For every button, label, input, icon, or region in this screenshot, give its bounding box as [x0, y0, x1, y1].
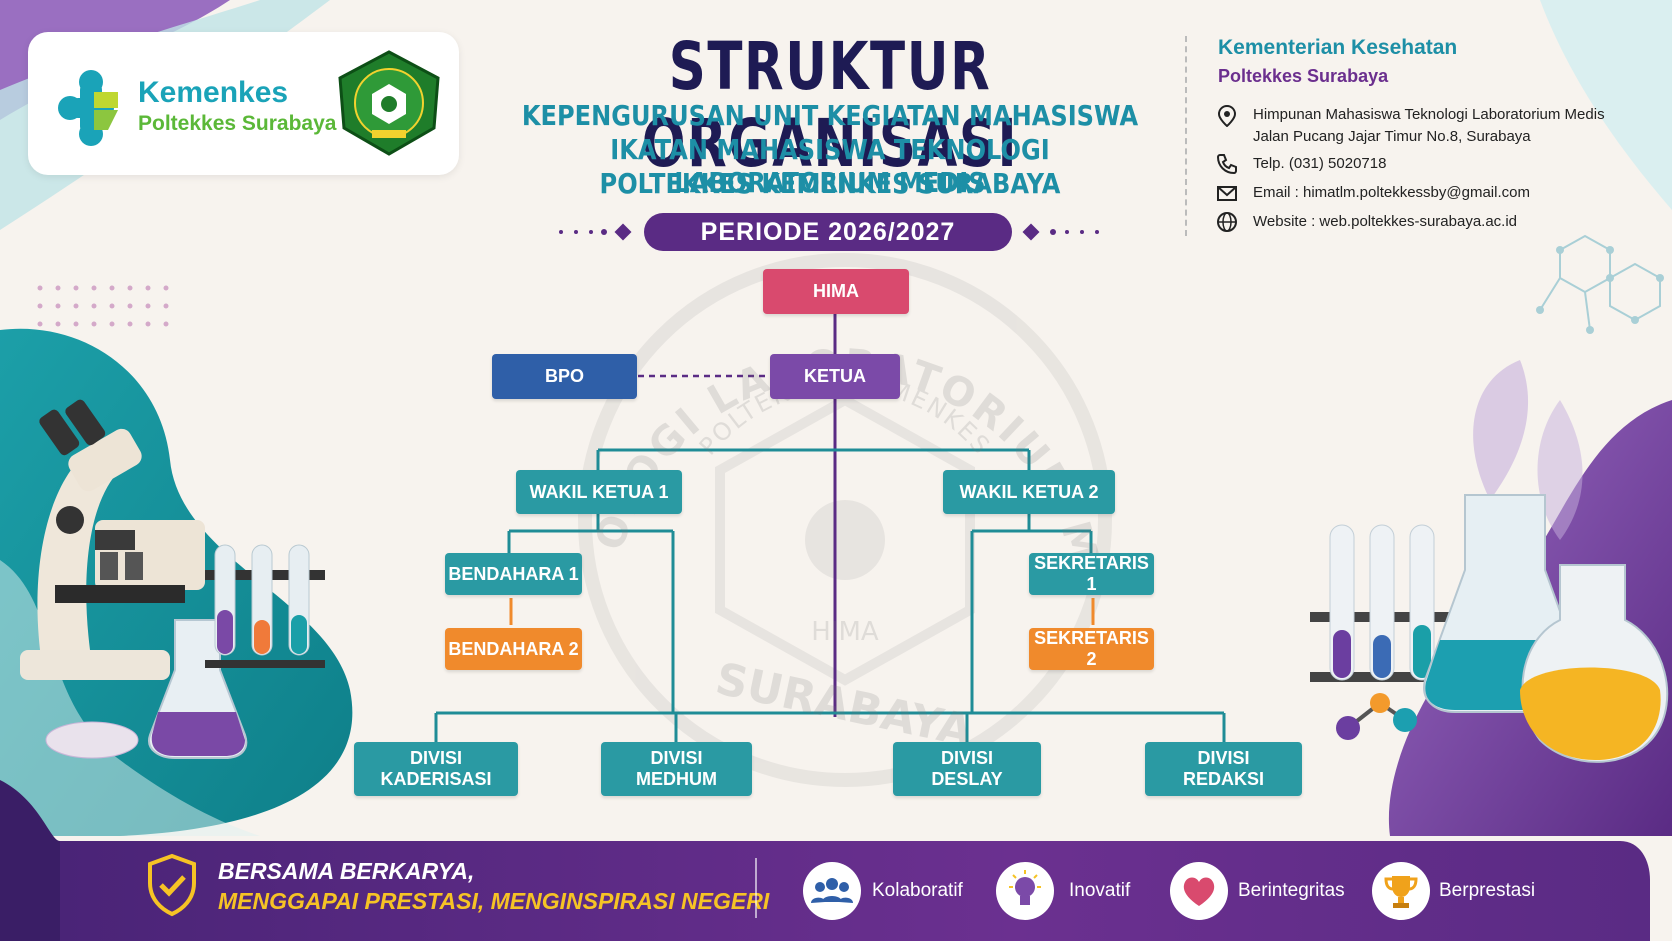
watermark-emblem	[578, 253, 1112, 787]
divisi-name: MEDHUM	[636, 769, 717, 789]
contact-divider	[1185, 36, 1187, 236]
value-berprestasi-badge	[1372, 862, 1430, 920]
watermark-small: HIMA	[811, 617, 879, 647]
node-bpo: BPO	[492, 354, 637, 399]
node-wakil-ketua-1: WAKIL KETUA 1	[516, 470, 682, 514]
motto-line-1: BERSAMA BERKARYA,	[218, 858, 475, 884]
globe-icon	[1217, 212, 1237, 232]
periode-badge: PERIODE 2026/2027	[644, 213, 1012, 251]
divisi-label: DIVISI	[409, 748, 462, 768]
lab-illustration-right	[1310, 494, 1669, 763]
subtitle-line-2: IKATAN MAHASISWA TEKNOLOGI LABORATORIUM …	[610, 133, 1050, 199]
divisi-label: DIVISI	[650, 748, 703, 768]
node-divisi-kaderisasi: DIVISI KADERISASI	[354, 742, 518, 796]
org-chart-connectors	[434, 314, 1226, 742]
hima-seal-icon	[338, 50, 440, 156]
node-hima: HIMA	[763, 269, 909, 314]
divisi-label: DIVISI	[1197, 748, 1250, 768]
subtitle-line-3: POLTEKKES KEMENKES SURABAYA	[599, 167, 1061, 200]
value-inovatif: Inovatif	[1069, 880, 1131, 901]
node-bendahara-1: BENDAHARA 1	[445, 553, 582, 595]
email-icon	[1217, 186, 1237, 201]
flask-illustration-left	[148, 619, 248, 759]
contact-email: Email : himatlm.poltekkessby@gmail.com	[1253, 184, 1530, 201]
location-icon	[1217, 105, 1237, 127]
divisi-name: DESLAY	[931, 769, 1003, 789]
contact-address-2: Jalan Pucang Jajar Timur No.8, Surabaya	[1253, 128, 1531, 145]
node-divisi-medhum: DIVISI MEDHUM	[601, 742, 752, 796]
page-title: STRUKTUR ORGANISASI	[641, 28, 1019, 182]
divisi-name: KADERISASI	[380, 769, 492, 789]
divisi-label: DIVISI	[940, 748, 993, 768]
value-berprestasi: Berprestasi	[1439, 880, 1536, 901]
heart-icon	[1183, 877, 1215, 906]
bulb-icon	[1009, 870, 1041, 905]
shield-check-icon	[148, 853, 196, 917]
node-sekretaris-1: SEKRETARIS 1	[1029, 553, 1154, 595]
value-berintegritas-badge	[1170, 862, 1228, 920]
team-icon	[811, 878, 853, 903]
contact-org-sub: Poltekkes Surabaya	[1218, 66, 1389, 86]
node-ketua: KETUA	[770, 354, 900, 399]
contact-address-1: Himpunan Mahasiswa Teknologi Laboratoriu…	[1253, 106, 1605, 123]
footer-divider	[755, 858, 757, 918]
node-divisi-redaksi: DIVISI REDAKSI	[1145, 742, 1302, 796]
kemenkes-logo-icon	[58, 70, 118, 146]
motto-line-2: MENGGAPAI PRESTASI, MENGINSPIRASI NEGERI	[218, 888, 770, 914]
value-inovatif-badge	[996, 862, 1054, 920]
test-tubes-left	[205, 544, 325, 668]
microscope-illustration	[20, 399, 205, 759]
logo-name: Kemenkes	[138, 76, 289, 109]
node-bendahara-2: BENDAHARA 2	[445, 628, 582, 670]
contact-website: Website : web.poltekkes-surabaya.ac.id	[1253, 213, 1518, 230]
value-berintegritas: Berintegritas	[1238, 880, 1345, 901]
logo-sub: Poltekkes Surabaya	[138, 112, 337, 135]
value-kolaboratif: Kolaboratif	[872, 880, 963, 901]
node-wakil-ketua-2: WAKIL KETUA 2	[943, 470, 1115, 514]
phone-icon	[1216, 154, 1237, 175]
divisi-name: REDAKSI	[1182, 769, 1264, 789]
trophy-icon	[1384, 876, 1418, 908]
logo-card: Kemenkes Poltekkes Surabaya	[28, 32, 459, 175]
contact-org-name: Kementerian Kesehatan	[1218, 36, 1458, 59]
contact-phone: Telp. (031) 5020718	[1253, 155, 1387, 172]
subtitle-line-1: KEPENGURUSAN UNIT KEGIATAN MAHASISWA	[521, 99, 1139, 132]
node-sekretaris-2: SEKRETARIS 2	[1029, 628, 1154, 670]
value-kolaboratif-badge	[803, 862, 861, 920]
node-divisi-deslay: DIVISI DESLAY	[893, 742, 1041, 796]
